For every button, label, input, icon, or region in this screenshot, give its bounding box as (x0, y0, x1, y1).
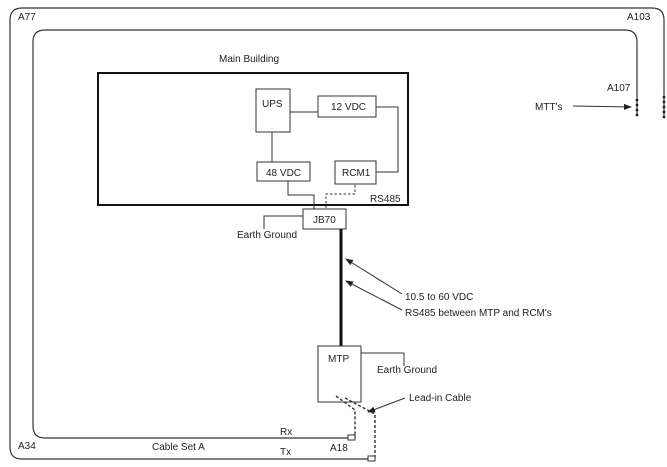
outer-cable-loop (9, 7, 665, 460)
label-rs485-between: RS485 between MTP and RCM's (405, 308, 552, 319)
tx-terminal (367, 455, 376, 462)
label-mtts: MTT's (535, 102, 562, 113)
label-a18: A18 (330, 443, 348, 454)
mtp-earth-ground-wire (361, 352, 405, 366)
label-lead-in-cable: Lead-in Cable (409, 393, 472, 404)
12vdc-box (317, 95, 377, 118)
mtts-arrow (572, 103, 632, 110)
label-a103: A103 (627, 12, 651, 23)
lead-in-cable-rx (335, 395, 356, 438)
label-a34: A34 (18, 441, 36, 452)
label-ups: UPS (262, 99, 283, 110)
rcm1-box (334, 160, 377, 185)
main-building-box (97, 72, 409, 206)
48vdc-jb70-wire (287, 181, 315, 209)
inner-cable-loop (32, 29, 638, 439)
lead-in-arrow (367, 397, 406, 413)
label-48vdc: 48 VDC (266, 168, 301, 179)
jb70-box (302, 208, 347, 230)
mtp-box (317, 345, 362, 403)
vdc-range-arrow (345, 258, 403, 295)
label-mtp: MTP (328, 354, 349, 365)
label-rx: Rx (280, 427, 292, 438)
mtt-sensor-dots (635, 95, 666, 119)
label-earth-ground-1: Earth Ground (237, 230, 297, 241)
label-jb70: JB70 (313, 215, 336, 226)
12vdc-rcm1-wire (376, 106, 399, 173)
lead-in-cable-tx (344, 397, 376, 459)
label-cable-set-a: Cable Set A (152, 442, 205, 453)
label-main-building: Main Building (219, 54, 279, 65)
label-vdc-range: 10.5 to 60 VDC (405, 292, 473, 303)
label-earth-ground-2: Earth Ground (377, 365, 437, 376)
label-a107: A107 (607, 83, 631, 94)
label-tx: Tx (280, 447, 291, 458)
label-rs485: RS485 (370, 194, 401, 205)
rx-terminal (347, 434, 356, 441)
ups-box (255, 88, 291, 133)
jb70-earth-ground-wire (263, 215, 303, 229)
rs485-dashed-wire (325, 185, 356, 209)
label-rcm1: RCM1 (342, 168, 371, 179)
label-12vdc: 12 VDC (331, 102, 366, 113)
48vdc-box (256, 161, 311, 182)
label-a77: A77 (18, 12, 36, 23)
rs485-between-arrow (345, 280, 403, 311)
